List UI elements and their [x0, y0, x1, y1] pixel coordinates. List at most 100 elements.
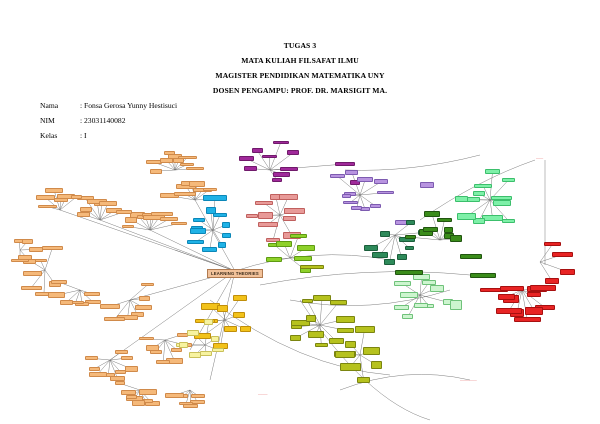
mind-map-node — [369, 204, 382, 208]
mind-map-node — [205, 207, 216, 214]
mind-map-node — [189, 227, 206, 234]
mind-map-node — [200, 351, 213, 356]
red-annotation: ———— — [258, 393, 268, 396]
info-label: NIM — [40, 116, 55, 125]
mind-map-node — [38, 204, 57, 209]
mind-map-node — [543, 241, 562, 247]
mind-map-node — [149, 168, 162, 174]
mind-map-node — [120, 355, 133, 361]
mind-map-node — [306, 315, 317, 322]
mind-map-node — [495, 307, 523, 314]
title-line-2: MATA KULIAH FILSAFAT ILMU — [241, 56, 359, 65]
mind-map-node — [343, 200, 358, 205]
mind-map-node — [254, 200, 273, 206]
mind-map-node — [261, 154, 277, 159]
mind-map-node — [370, 361, 383, 369]
mind-map-node — [513, 316, 541, 322]
mind-map-node — [472, 191, 486, 196]
mind-map-node — [272, 140, 289, 145]
mind-map-node — [405, 245, 415, 251]
mind-map-edges — [18, 142, 568, 421]
mind-map-node — [125, 395, 137, 400]
mind-map-node — [115, 369, 126, 374]
mind-map-node — [212, 213, 228, 218]
mind-map-node — [23, 270, 43, 276]
mind-map-node — [222, 232, 231, 239]
info-value: : I — [80, 131, 87, 140]
mind-map-node — [238, 156, 254, 161]
mind-map-node — [85, 356, 99, 361]
mind-map-node — [525, 306, 544, 316]
mind-map-node — [44, 188, 64, 193]
mind-map-node — [51, 280, 68, 285]
mind-map-node — [121, 224, 135, 229]
mind-map-node — [179, 341, 188, 348]
mind-map-node — [42, 246, 63, 250]
mind-map-node — [71, 194, 83, 199]
mind-map-node — [150, 212, 173, 216]
mind-map-node — [115, 209, 133, 214]
mind-map-node — [84, 291, 101, 297]
mind-map-node — [278, 193, 298, 200]
mind-map-node — [412, 274, 431, 280]
mind-map-node — [383, 258, 396, 265]
mind-map-node — [422, 227, 438, 232]
mind-map-node — [204, 318, 214, 326]
mind-map-node — [34, 258, 47, 262]
info-label: Nama — [40, 101, 59, 110]
mind-map-node — [246, 214, 258, 219]
mind-map-node — [470, 273, 496, 278]
mind-map-node — [88, 366, 100, 372]
mind-map-node — [79, 206, 92, 213]
mind-map-node — [217, 305, 229, 313]
mind-map-node — [351, 205, 363, 211]
mind-map-node — [454, 195, 469, 203]
mind-map-node — [159, 217, 179, 221]
mind-map-node — [258, 211, 273, 219]
mind-map-node — [243, 166, 258, 172]
mind-map-node — [297, 245, 315, 251]
red-annotation: ——————— — [460, 379, 477, 382]
mind-map-node — [233, 294, 247, 302]
mind-map-node — [141, 283, 154, 287]
mind-map-node — [354, 325, 375, 333]
info-kelas: Kelas: I — [40, 131, 87, 140]
mind-map-node — [405, 235, 416, 240]
info-value: : Fonsa Gerosa Yunny Hestisuci — [80, 101, 178, 110]
mind-map-node — [202, 187, 218, 191]
mind-map-node — [294, 255, 313, 261]
mind-map-node — [450, 235, 463, 243]
mind-map-node — [328, 338, 344, 344]
mind-map-node — [380, 231, 390, 237]
mind-map-node — [377, 190, 394, 195]
mind-map-node — [178, 155, 197, 160]
mind-map-node — [429, 284, 445, 292]
mind-map-node — [450, 300, 462, 310]
mind-map-node — [132, 400, 145, 406]
mind-map-node — [89, 371, 107, 377]
mind-map-node — [164, 151, 175, 155]
mind-map-node — [180, 163, 194, 167]
mind-map-node — [266, 257, 282, 263]
mind-map-node — [109, 375, 126, 382]
mind-map-node — [190, 393, 206, 398]
mind-map-node — [21, 239, 33, 244]
mind-map-node — [59, 300, 73, 306]
mind-map-node — [193, 333, 212, 340]
mind-map-node — [138, 337, 154, 341]
mind-map-node — [300, 265, 324, 269]
mind-map-node — [345, 340, 357, 348]
mind-map-node — [393, 304, 410, 311]
central-node-learning-theories: LEARNING THEORIES — [207, 269, 263, 278]
mind-map-node — [138, 389, 157, 395]
mind-map-node — [125, 217, 138, 223]
mind-map-node — [484, 168, 501, 174]
mind-map-node — [501, 177, 516, 182]
mind-map-node — [272, 171, 290, 177]
mind-map-node — [551, 252, 574, 257]
mind-map-node — [98, 200, 118, 206]
mind-map-node — [482, 214, 503, 222]
mind-map-node — [421, 280, 436, 285]
mind-map-node — [414, 302, 429, 308]
mind-map-node — [290, 234, 307, 239]
